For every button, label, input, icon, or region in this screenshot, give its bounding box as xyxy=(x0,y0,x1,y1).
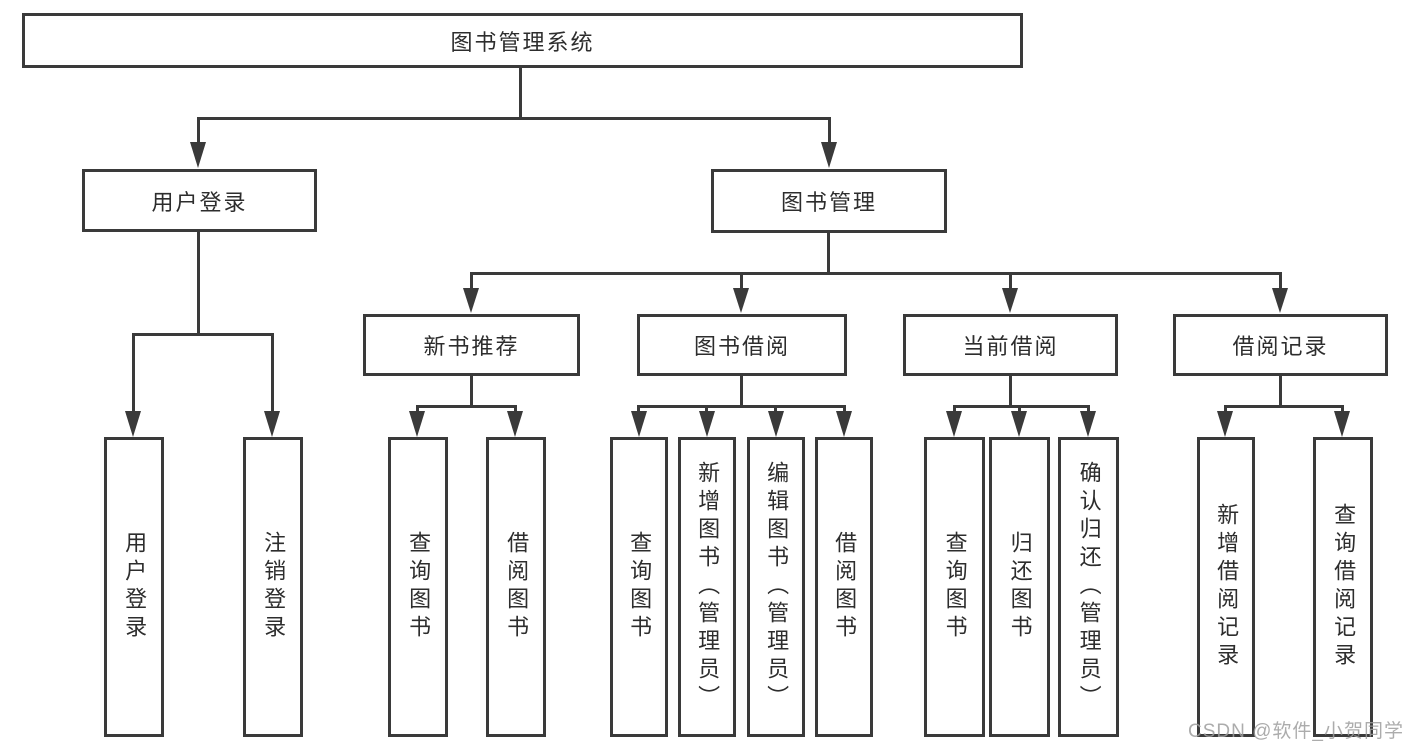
arrow-down-icon xyxy=(768,411,784,437)
connector-line xyxy=(470,376,473,408)
node-new-book-recommend: 新书推荐 xyxy=(363,314,580,376)
connector-line xyxy=(1018,405,1021,413)
connector-line xyxy=(843,405,846,413)
arrow-down-icon xyxy=(631,411,647,437)
node-borrow-records: 借阅记录 xyxy=(1173,314,1388,376)
connector-line xyxy=(132,333,135,412)
arrow-down-icon xyxy=(699,411,715,437)
arrow-down-icon xyxy=(409,411,425,437)
node-leaf-edit-book-admin: 编辑图书（管理员） xyxy=(747,437,805,737)
connector-line xyxy=(953,405,956,413)
arrow-down-icon xyxy=(821,142,837,168)
connector-line xyxy=(1341,405,1344,413)
node-current-borrow: 当前借阅 xyxy=(903,314,1118,376)
node-leaf-logout: 注销登录 xyxy=(243,437,303,737)
connector-line xyxy=(1279,376,1282,408)
connector-line xyxy=(637,405,846,408)
node-leaf-confirm-return-admin: 确认归还（管理员） xyxy=(1058,437,1119,737)
arrow-down-icon xyxy=(1272,288,1288,313)
node-leaf-query-book-borrow: 查询图书 xyxy=(610,437,668,737)
connector-line xyxy=(470,272,473,289)
arrow-down-icon xyxy=(1217,411,1233,437)
arrow-down-icon xyxy=(125,411,141,437)
node-leaf-add-book-admin: 新增图书（管理员） xyxy=(678,437,736,737)
arrow-down-icon xyxy=(507,411,523,437)
arrow-down-icon xyxy=(733,288,749,313)
arrow-down-icon xyxy=(190,142,206,168)
connector-line xyxy=(416,405,419,413)
node-leaf-query-book-current: 查询图书 xyxy=(924,437,985,737)
connector-line xyxy=(774,405,777,413)
connector-line xyxy=(1087,405,1090,413)
node-book-borrow: 图书借阅 xyxy=(637,314,847,376)
arrow-down-icon xyxy=(946,411,962,437)
connector-line xyxy=(637,405,640,413)
connector-line xyxy=(1009,376,1012,408)
arrow-down-icon xyxy=(1002,288,1018,313)
node-leaf-query-book-recommend: 查询图书 xyxy=(388,437,448,737)
connector-line xyxy=(132,333,274,336)
node-leaf-return-book: 归还图书 xyxy=(989,437,1050,737)
node-user-login: 用户登录 xyxy=(82,169,317,232)
connector-line xyxy=(705,405,708,413)
arrow-down-icon xyxy=(1011,411,1027,437)
connector-line xyxy=(827,233,830,274)
arrow-down-icon xyxy=(264,411,280,437)
connector-line xyxy=(197,117,200,144)
arrow-down-icon xyxy=(463,288,479,313)
connector-line xyxy=(1279,272,1282,289)
connector-line xyxy=(416,405,517,408)
connector-line xyxy=(470,272,1282,275)
node-book-management: 图书管理 xyxy=(711,169,947,233)
arrow-down-icon xyxy=(836,411,852,437)
node-leaf-borrow-book-recommend: 借阅图书 xyxy=(486,437,546,737)
connector-line xyxy=(828,117,831,144)
connector-line xyxy=(740,272,743,289)
node-leaf-borrow-book: 借阅图书 xyxy=(815,437,873,737)
connector-line xyxy=(1224,405,1344,408)
node-leaf-add-borrow-record: 新增借阅记录 xyxy=(1197,437,1255,737)
arrow-down-icon xyxy=(1080,411,1096,437)
connector-line xyxy=(740,376,743,408)
node-root: 图书管理系统 xyxy=(22,13,1023,68)
connector-line xyxy=(519,68,522,118)
connector-line xyxy=(197,117,831,120)
arrow-down-icon xyxy=(1334,411,1350,437)
connector-line xyxy=(953,405,1090,408)
connector-line xyxy=(271,333,274,412)
connector-line xyxy=(1224,405,1227,413)
connector-line xyxy=(514,405,517,413)
csdn-watermark: CSDN @软件_小贺同学 xyxy=(1188,721,1404,742)
connector-line xyxy=(1009,272,1012,289)
connector-line xyxy=(197,232,200,336)
node-leaf-user-login: 用户登录 xyxy=(104,437,164,737)
node-leaf-query-borrow-record: 查询借阅记录 xyxy=(1313,437,1373,737)
